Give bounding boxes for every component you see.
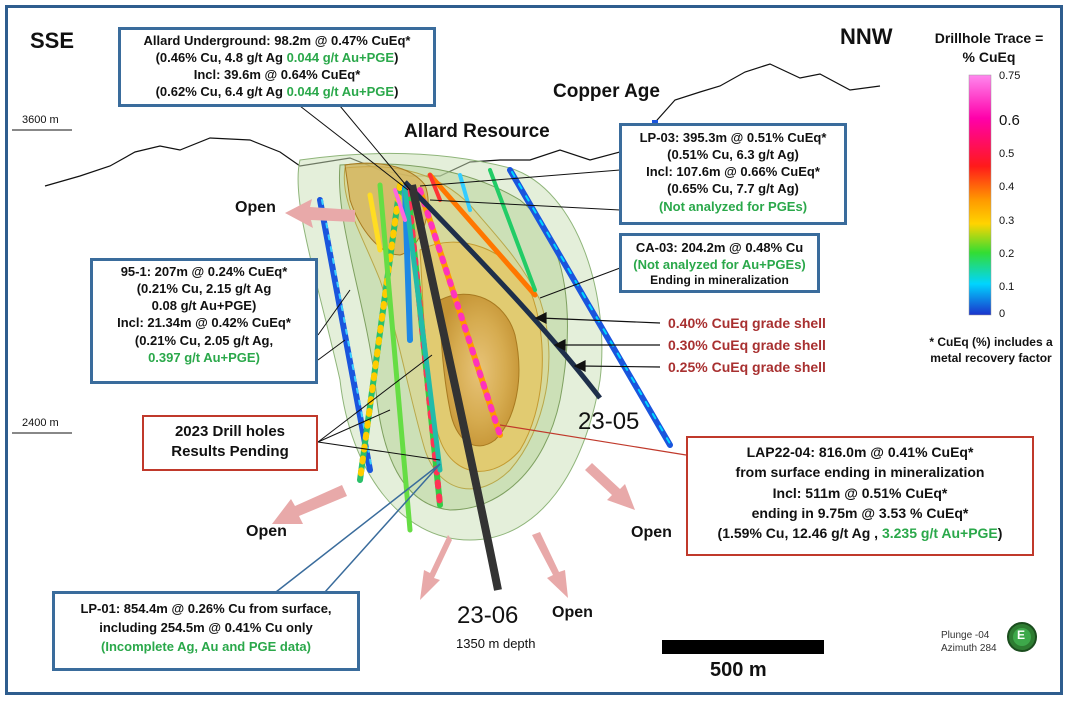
leader-lines-lp01 — [275, 463, 441, 593]
open-arrow — [285, 199, 355, 228]
drillhole-trace — [393, 188, 407, 222]
direction-right: NNW — [840, 24, 893, 49]
open-arrow — [532, 532, 568, 598]
legend-footnote: * CuEq (%) includes a metal recovery fac… — [929, 335, 1053, 366]
plunge-label: Plunge -04 — [941, 630, 990, 641]
open-label-right: Open — [631, 524, 672, 541]
drillhole-trace — [357, 182, 403, 483]
hole-23-06-label: 23-06 — [457, 602, 519, 629]
callout-line: Incl: 39.6m @ 0.64% CuEq* — [193, 67, 361, 83]
copper-age-label: Copper Age — [553, 81, 660, 102]
ca03-callout: CA-03: 204.2m @ 0.48% Cu (Not analyzed f… — [619, 233, 820, 293]
drillhole-trace — [458, 173, 472, 212]
open-arrow — [420, 535, 452, 600]
elevation-label-upper: 3600 m — [22, 114, 59, 126]
drillhole-trace — [377, 182, 413, 533]
legend-tick-0: 0 — [999, 308, 1006, 320]
grade-shell-label-030: 0.30% CuEq grade shell — [668, 337, 826, 353]
leader-lines — [299, 105, 621, 461]
open-label-bottom: Open — [552, 604, 593, 621]
elevation-label-lower: 2400 m — [22, 417, 59, 429]
azimuth-label: Azimuth 284 — [941, 643, 997, 654]
drillhole-trace — [317, 197, 373, 473]
drillhole-trace — [427, 172, 538, 298]
lp01-callout: LP-01: 854.4m @ 0.26% Cu from surface, i… — [52, 591, 360, 671]
lap22-04-callout: LAP22-04: 816.0m @ 0.41% CuEq* from surf… — [686, 436, 1034, 556]
hole-23-05-label: 23-05 — [578, 408, 640, 435]
open-arrow — [585, 463, 635, 510]
drillhole-trace — [511, 171, 673, 448]
legend-tick-06: 0.6 — [999, 112, 1020, 129]
figure-frame — [5, 5, 1063, 695]
drillhole-trace — [367, 192, 383, 253]
planned-hole-23-05 — [403, 180, 602, 400]
open-label-lower-left: Open — [246, 523, 287, 540]
scale-bar — [662, 640, 824, 654]
legend-tick-02: 0.2 — [999, 248, 1015, 260]
leader-line-lap22-04 — [499, 424, 687, 456]
open-arrow — [272, 485, 347, 524]
callout-line: (0.62% Cu, 6.4 g/t Ag 0.044 g/t Au+PGE) — [155, 84, 399, 100]
lp03-callout: LP-03: 395.3m @ 0.51% CuEq* (0.51% Cu, 6… — [619, 123, 847, 225]
grade-shell-label-040: 0.40% CuEq grade shell — [668, 315, 826, 331]
planned-hole-23-06 — [408, 184, 502, 591]
drillhole-traces — [317, 120, 673, 533]
legend-tick-075: 0.75 — [999, 70, 1021, 82]
legend-tick-04: 0.4 — [999, 181, 1015, 193]
legend-tick-05: 0.5 — [999, 148, 1015, 160]
drillhole-trace — [428, 173, 442, 202]
legend-tick-01: 0.1 — [999, 281, 1015, 293]
callout-line: (0.46% Cu, 4.8 g/t Ag 0.044 g/t Au+PGE) — [155, 50, 399, 66]
drill-holes-pending-callout: 2023 Drill holes Results Pending — [142, 415, 318, 471]
open-direction-arrows — [272, 199, 635, 600]
scale-bar-label: 500 m — [710, 659, 767, 681]
drillhole-trace — [417, 187, 503, 438]
drillhole-trace — [321, 199, 373, 471]
legend-title: Drillhole Trace = % CuEq — [934, 30, 1044, 65]
drillhole-trace — [402, 187, 443, 473]
allard-resource-label: Allard Resource — [404, 121, 550, 142]
callout-line: Allard Underground: 98.2m @ 0.47% CuEq* — [143, 33, 411, 48]
grade-shell-pointers — [534, 312, 661, 372]
drillhole-trace — [488, 168, 537, 292]
hole-95-1-callout: 95-1: 207m @ 0.24% CuEq* (0.21% Cu, 2.15… — [90, 258, 318, 384]
open-label-upper-left: Open — [235, 199, 276, 216]
legend-color-bar — [968, 74, 992, 316]
hole-23-06-depth: 1350 m depth — [456, 636, 536, 651]
compass-letter: E — [1017, 628, 1026, 642]
allard-underground-callout: Allard Underground: 98.2m @ 0.47% CuEq* … — [118, 27, 436, 107]
direction-left: SSE — [30, 28, 75, 53]
legend-tick-03: 0.3 — [999, 215, 1015, 227]
grade-shell-label-025: 0.25% CuEq grade shell — [668, 359, 826, 375]
